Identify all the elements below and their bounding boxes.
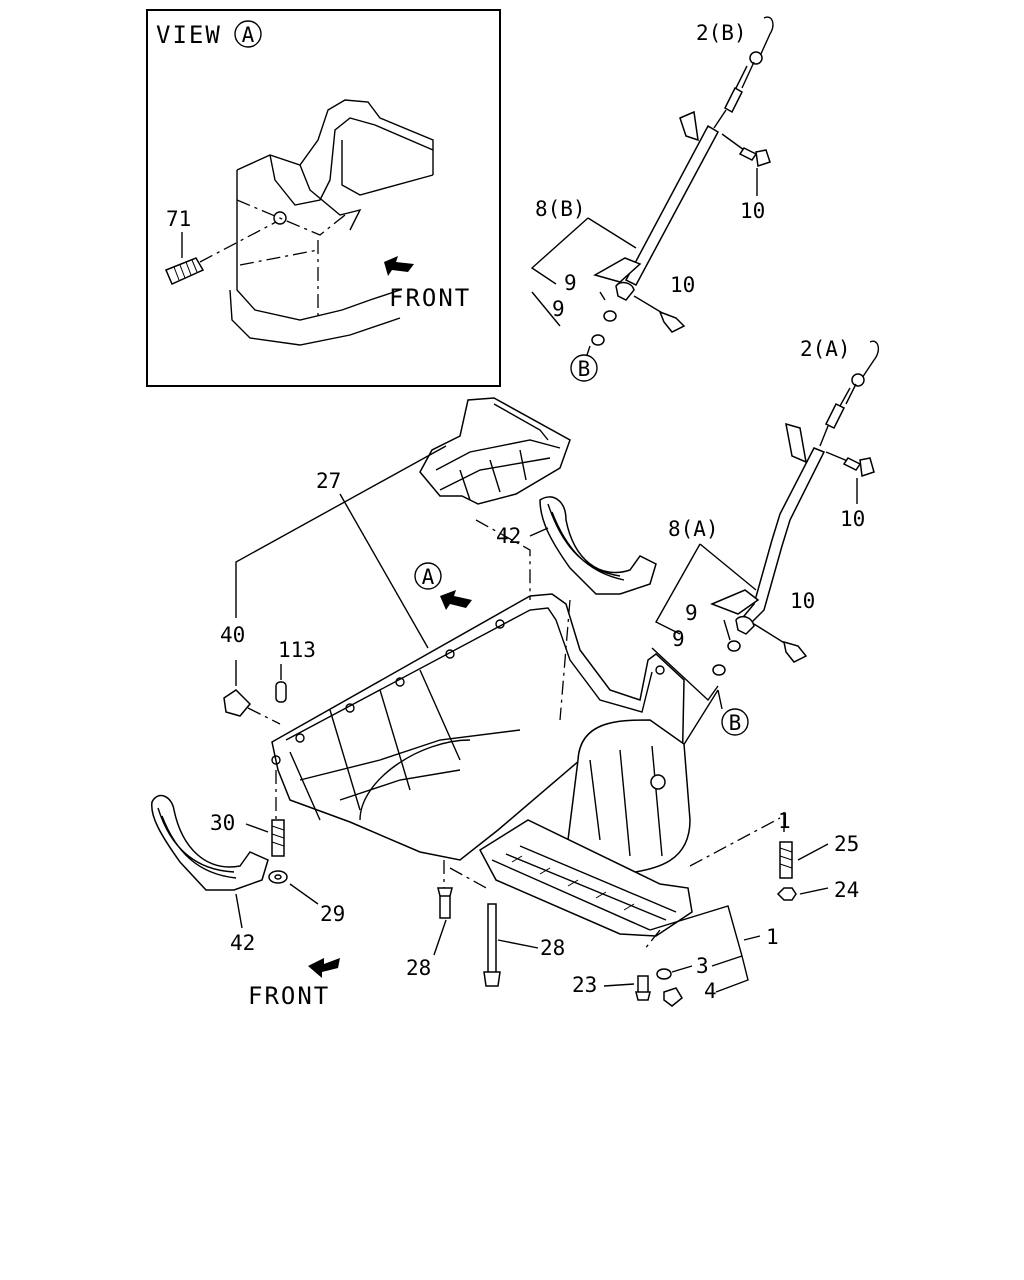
label-3: 3 bbox=[696, 954, 709, 978]
view-block-sketch bbox=[229, 99, 434, 346]
label-42-upper: 42 bbox=[496, 524, 521, 548]
dipstick-b-assembly bbox=[593, 16, 774, 333]
view-title: VIEW bbox=[156, 21, 222, 49]
label-2b: 2(B) bbox=[696, 21, 747, 45]
leader-27 bbox=[339, 493, 429, 649]
label-29: 29 bbox=[320, 902, 345, 926]
dipstick-b-tube bbox=[624, 124, 719, 286]
leader-40 bbox=[235, 445, 447, 686]
bolt-23 bbox=[635, 975, 651, 1001]
label-27: 27 bbox=[316, 469, 341, 493]
view-a-marker-letter: A bbox=[422, 565, 435, 589]
baffle-plate bbox=[419, 397, 571, 505]
leader-8a bbox=[651, 543, 757, 702]
drain-plug-4 bbox=[663, 987, 683, 1007]
view-circle-marker bbox=[234, 20, 262, 48]
label-28-left: 28 bbox=[406, 956, 431, 980]
label-9-b-lower: 9 bbox=[552, 297, 565, 321]
label-113: 113 bbox=[278, 638, 316, 662]
ref-b-top-letter: B bbox=[578, 357, 591, 381]
bearing-cap-upper bbox=[539, 496, 657, 595]
front-arrow-icon bbox=[308, 958, 340, 978]
label-23: 23 bbox=[572, 973, 597, 997]
ref-b-main-circle bbox=[721, 708, 749, 736]
view-a-frame bbox=[146, 9, 501, 387]
leader-8b bbox=[530, 217, 637, 327]
stud-71 bbox=[165, 221, 277, 285]
bearing-cap-lower bbox=[151, 794, 269, 891]
washer-29 bbox=[268, 870, 288, 884]
stud-25 bbox=[779, 841, 793, 879]
stud-30 bbox=[271, 819, 285, 857]
label-10-a-upper: 10 bbox=[840, 507, 865, 531]
ring-9-b-lower bbox=[591, 334, 605, 346]
dipstick-b-handle bbox=[759, 16, 774, 57]
label-10-a-lower: 10 bbox=[790, 589, 815, 613]
label-9-a-lower: 9 bbox=[672, 627, 685, 651]
bolt-28-right bbox=[483, 903, 501, 987]
view-a-arrow-icon bbox=[440, 590, 472, 610]
dipstick-a-handle bbox=[861, 340, 880, 379]
label-10-b-lower: 10 bbox=[670, 273, 695, 297]
label-2a: 2(A) bbox=[800, 337, 851, 361]
ring-9-a-upper bbox=[727, 640, 741, 652]
label-8a: 8(A) bbox=[668, 517, 719, 541]
label-30: 30 bbox=[210, 811, 235, 835]
label-42-lower: 42 bbox=[230, 931, 255, 955]
nut-24 bbox=[776, 887, 797, 901]
dowel-113 bbox=[275, 681, 287, 703]
ring-9-a-lower bbox=[712, 664, 726, 676]
ref-b-main-letter: B bbox=[729, 711, 742, 735]
label-9-a-upper: 9 bbox=[685, 601, 698, 625]
label-40: 40 bbox=[220, 623, 245, 647]
label-9-b-upper: 9 bbox=[564, 271, 577, 295]
label-71: 71 bbox=[166, 207, 191, 231]
label-25: 25 bbox=[834, 832, 859, 856]
label-10-b-upper: 10 bbox=[740, 199, 765, 223]
bolt-28-left bbox=[437, 887, 453, 919]
oil-pan-body bbox=[271, 593, 693, 937]
front-main-label: FRONT bbox=[248, 982, 330, 1010]
ring-9-b-upper bbox=[603, 310, 617, 322]
label-4: 4 bbox=[704, 979, 717, 1003]
view-front-label: FRONT bbox=[389, 284, 471, 312]
label-8b: 8(B) bbox=[535, 197, 586, 221]
ref-b-top-circle bbox=[570, 354, 598, 382]
label-1: 1 bbox=[766, 925, 779, 949]
view-circle-letter: A bbox=[242, 23, 255, 47]
view-front-arrow-icon bbox=[384, 256, 414, 276]
label-24: 24 bbox=[834, 878, 859, 902]
label-28-right: 28 bbox=[540, 936, 565, 960]
plug-40 bbox=[223, 689, 252, 717]
gasket-3 bbox=[656, 968, 672, 980]
oil-pan-lower bbox=[479, 819, 693, 937]
view-a-inset: VIEW A 71 FRONT bbox=[146, 9, 501, 387]
view-a-marker-circle bbox=[414, 562, 442, 590]
dipstick-a-assembly bbox=[709, 340, 880, 663]
